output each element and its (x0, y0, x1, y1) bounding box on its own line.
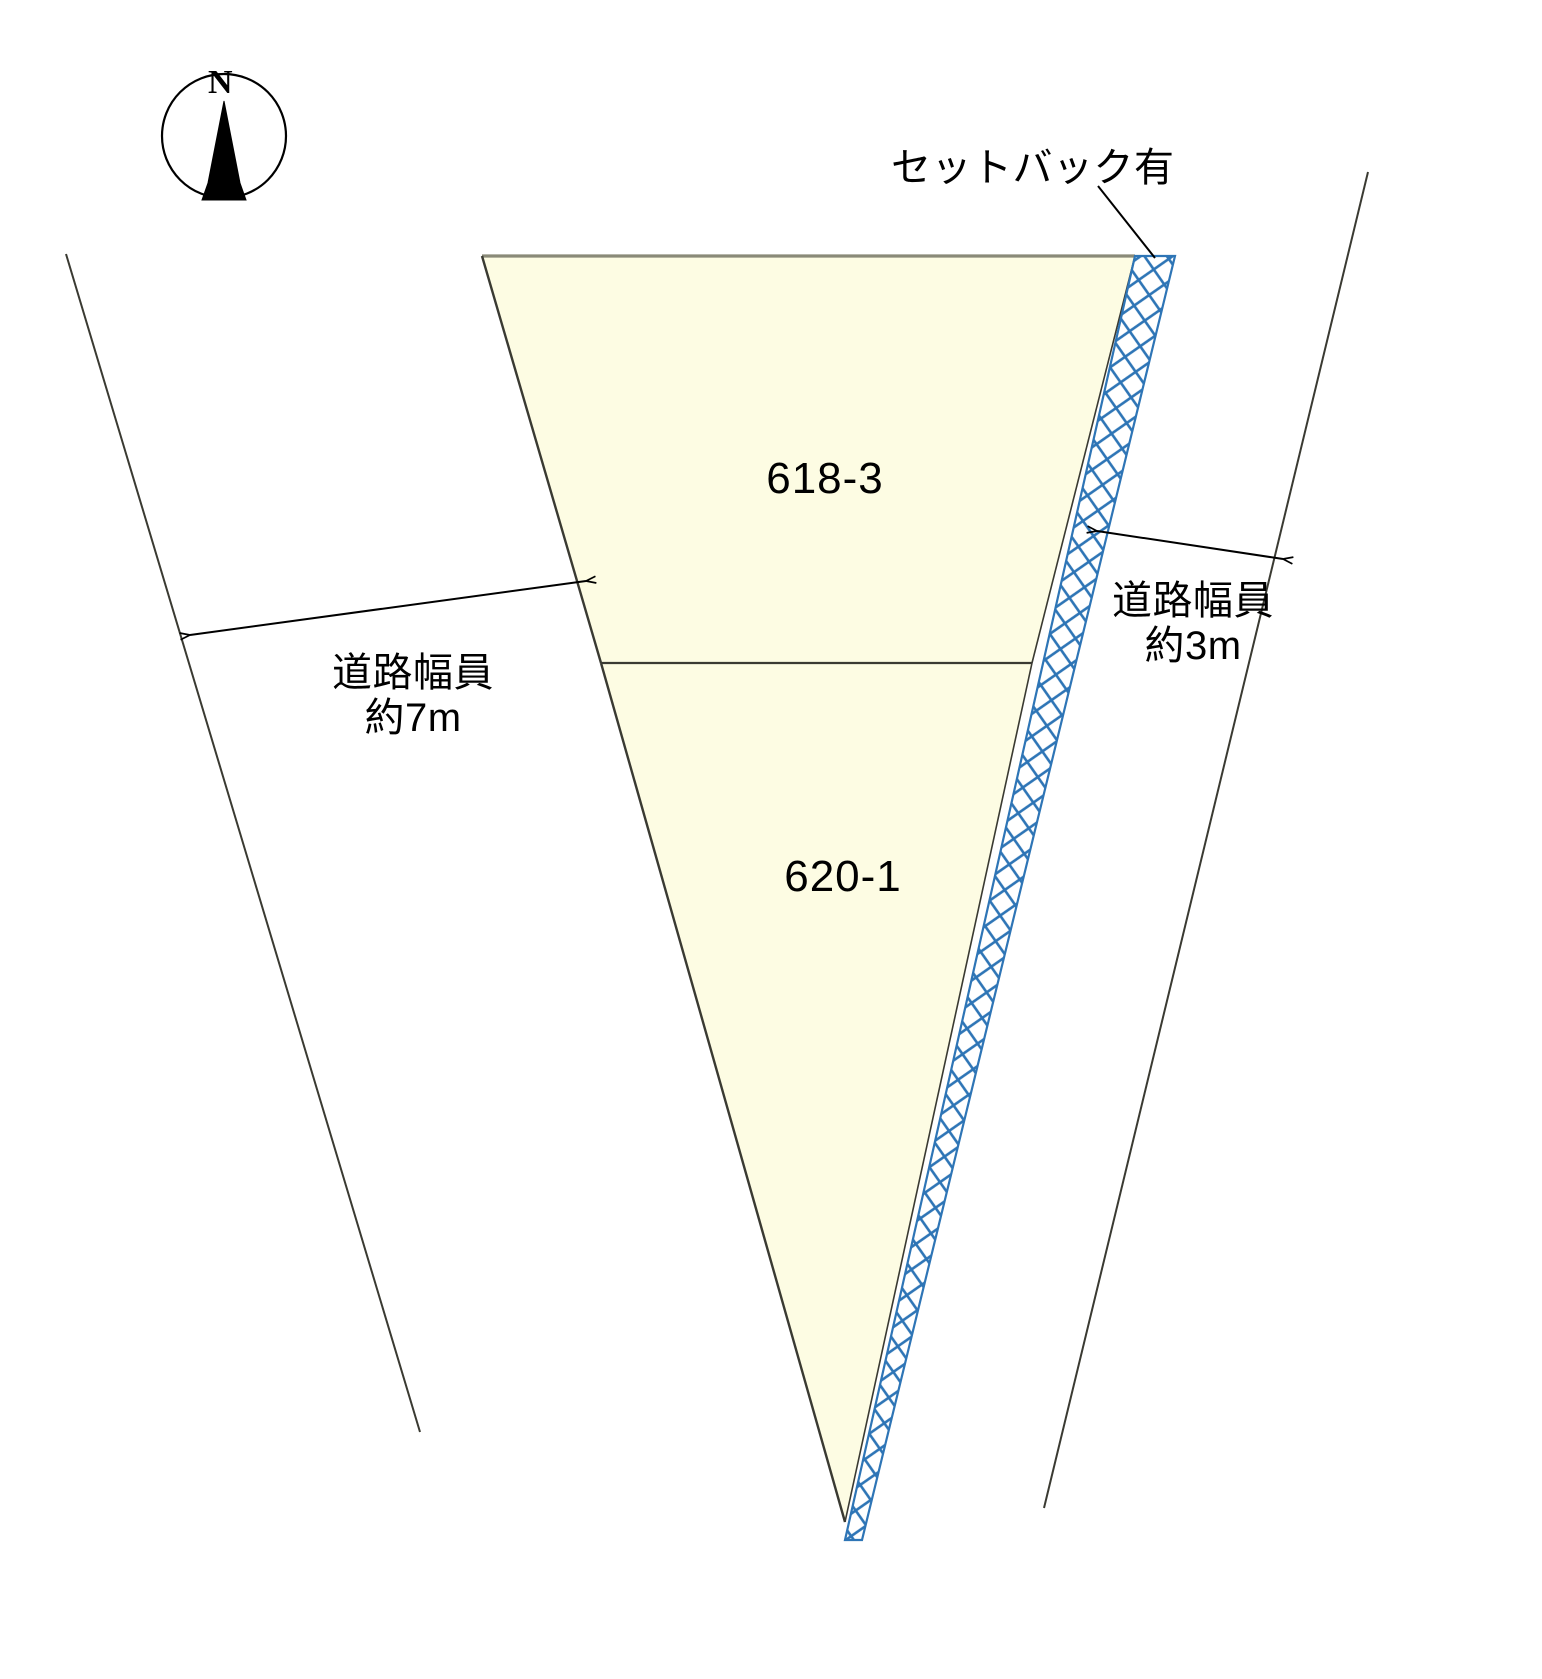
parcel-shape-620-1[interactable] (599, 662, 1033, 1523)
road-east-boundary (1043, 171, 1369, 1509)
road-width-east-arrow (1086, 525, 1294, 565)
road-west-boundary (65, 253, 421, 1433)
compass-needle-icon (201, 100, 247, 201)
road-width-east-label-line1: 道路幅員 (1112, 579, 1274, 623)
road-width-west-arrow (179, 575, 597, 641)
parcel-label-620-1: 620-1 (784, 852, 902, 901)
setback-callout-label: セットバック有 (891, 146, 1175, 190)
parcel-label-618-3: 618-3 (766, 454, 884, 503)
road-width-west-label-line2: 約7m (364, 696, 462, 740)
road-width-west-label-line1: 道路幅員 (332, 651, 494, 695)
setback-leader-line (1097, 185, 1156, 259)
road-width-east-label-line2: 約3m (1144, 624, 1242, 668)
setback-strip[interactable] (843, 254, 1177, 1542)
compass-north-label: N (208, 64, 233, 101)
compass-rose (160, 72, 288, 201)
